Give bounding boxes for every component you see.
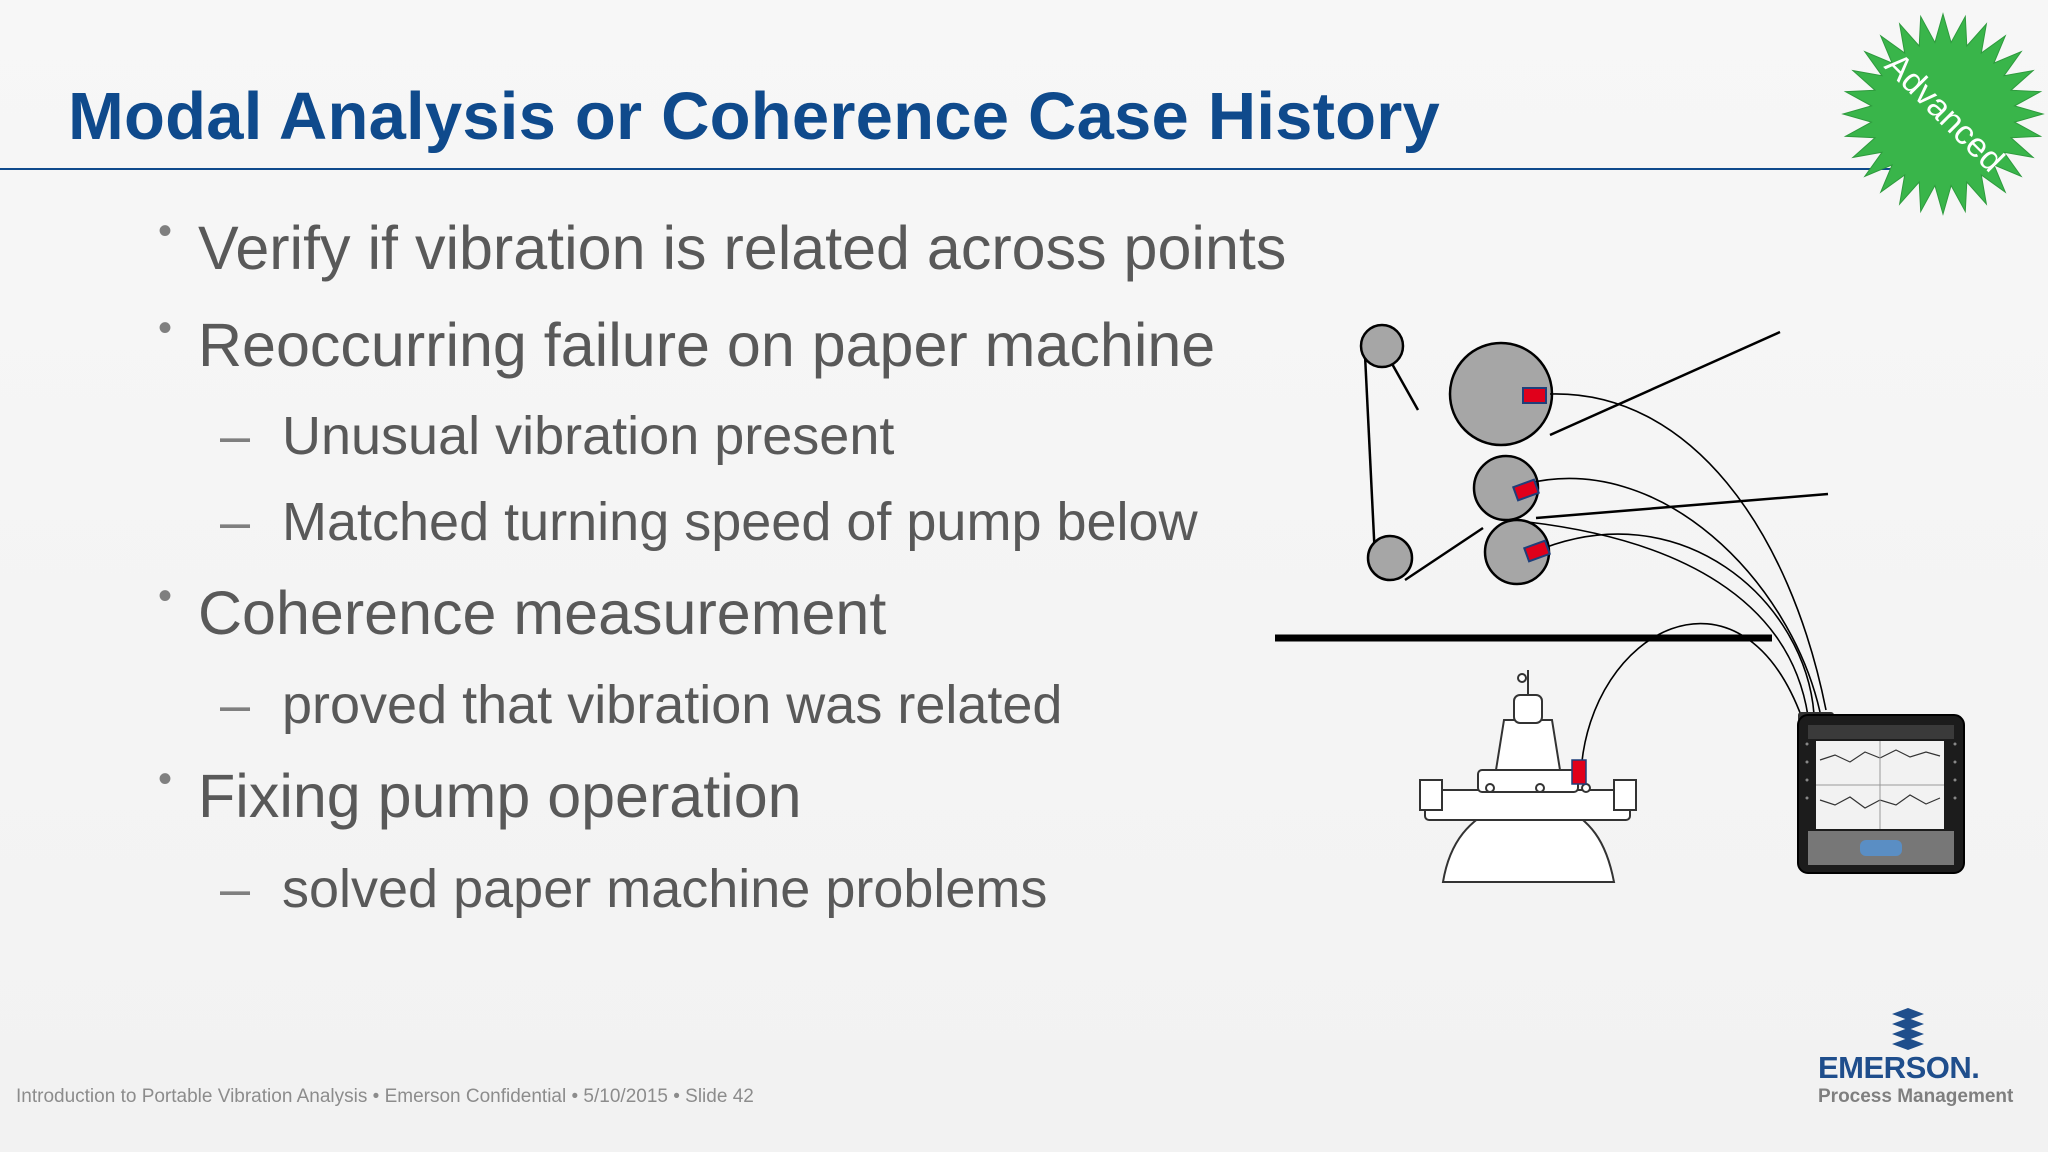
sub-bullet-dash: – — [220, 492, 251, 552]
emerson-wordmark: EMERSON. — [1818, 1050, 1980, 1085]
guide-roll-bottom — [1366, 534, 1414, 582]
sub-bullet-text: Unusual vibration present — [282, 406, 895, 466]
sub-bullet-dash: – — [220, 859, 251, 919]
sensor-pump — [1571, 759, 1587, 785]
emerson-logo-icon — [1892, 1008, 1924, 1050]
sub-bullet-text: Matched turning speed of pump below — [282, 492, 1198, 552]
guide-roll-top — [1359, 323, 1405, 369]
slide-title: Modal Analysis or Coherence Case History — [68, 79, 1441, 154]
bullet-text: Verify if vibration is related across po… — [198, 214, 1287, 282]
bullet-dot: • — [158, 757, 173, 801]
process-management-label: Process Management — [1818, 1086, 2014, 1107]
advanced-starburst-icon: Advanced — [1841, 12, 2045, 216]
slide-footer: Introduction to Portable Vibration Analy… — [16, 1086, 754, 1107]
paper-web — [1363, 330, 1829, 582]
sub-bullet-dash: – — [220, 406, 251, 466]
bullet-dot: • — [158, 209, 173, 253]
paper-machine-rolls-icon — [1359, 323, 1554, 586]
bullet-text: Reoccurring failure on paper machine — [198, 311, 1216, 379]
title-underline — [0, 168, 1920, 170]
vibration-analyzer-icon — [1797, 712, 1965, 874]
vibration-sensors — [1511, 387, 1552, 563]
sensor-middle-roll — [1511, 478, 1541, 502]
bullet-dot: • — [158, 306, 173, 350]
pump-icon — [1419, 670, 1637, 883]
sensor-bottom-roll — [1522, 539, 1552, 563]
sensor-large-roll — [1522, 387, 1547, 404]
bullet-list: • Verify if vibration is related across … — [158, 209, 1287, 919]
bullet-text: Coherence measurement — [198, 579, 887, 647]
coherence-diagram — [1275, 323, 1965, 883]
sensor-cables — [1524, 393, 1827, 773]
sub-bullet-text: solved paper machine problems — [282, 859, 1048, 919]
sub-bullet-text: proved that vibration was related — [282, 675, 1063, 735]
sub-bullet-dash: – — [220, 675, 251, 735]
bullet-text: Fixing pump operation — [198, 762, 802, 830]
bullet-dot: • — [158, 574, 173, 618]
